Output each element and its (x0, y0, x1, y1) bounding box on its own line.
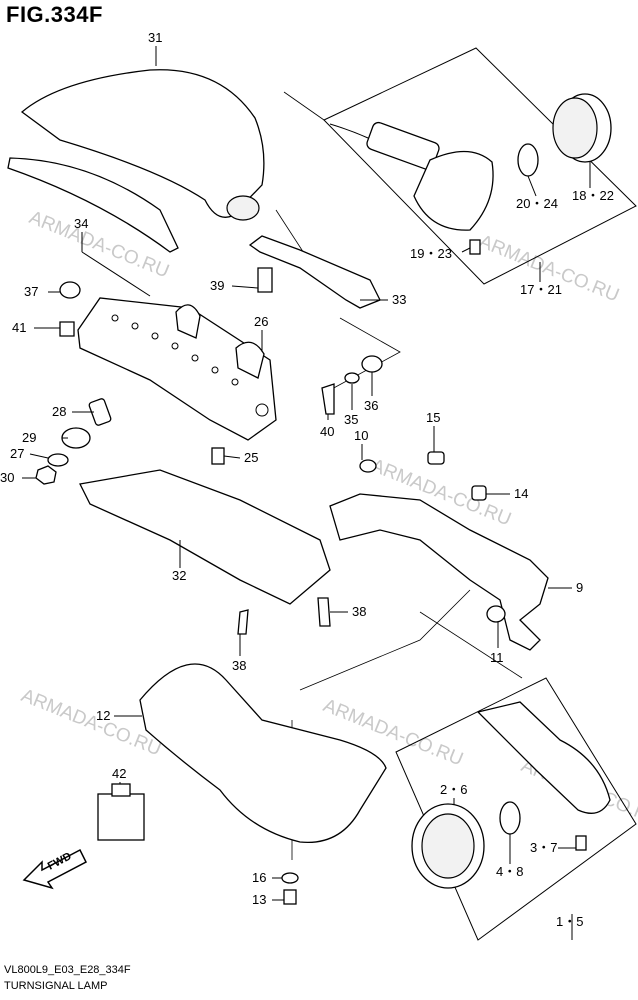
license-bracket-part (329, 493, 549, 651)
grommet-part (486, 605, 506, 623)
washer-part (344, 372, 360, 384)
callout-17-21: 17・21 (520, 282, 562, 297)
screw-part (237, 609, 249, 635)
trim-strip-part (7, 157, 179, 253)
lower-bracket-part (79, 469, 331, 605)
leader-lines (22, 46, 591, 940)
forward-arrow-icon: FWD (22, 848, 87, 890)
callout-36: 36 (364, 398, 378, 413)
stay-plate-part (248, 235, 381, 309)
callout-18-22: 18・22 (572, 188, 614, 203)
screw-part (283, 889, 297, 905)
screw-part (317, 597, 331, 627)
bracket-holes (111, 314, 269, 417)
callout-13: 13 (252, 892, 266, 907)
callout-labels: 31 34 37 41 39 26 33 28 29 27 30 25 40 3… (0, 30, 614, 929)
callout-28: 28 (52, 404, 66, 419)
front-turn-lamp (411, 701, 611, 889)
figure-title: FIG.334F (6, 2, 103, 27)
bracket-assembly-part (77, 297, 277, 441)
callout-11: 11 (490, 650, 504, 665)
washer-part (281, 872, 299, 884)
diagram-name: TURNSIGNAL LAMP (4, 980, 108, 992)
callout-33: 33 (392, 292, 406, 307)
callout-4-8: 4・8 (496, 864, 523, 879)
bracket-ear (175, 304, 201, 339)
callout-39: 39 (210, 278, 224, 293)
callout-1-5: 1・5 (556, 914, 583, 929)
relay-part (97, 793, 145, 841)
callout-10: 10 (354, 428, 368, 443)
bolt-part (427, 451, 445, 465)
callout-15: 15 (426, 410, 440, 425)
bolt-part (257, 267, 273, 293)
grommet-part (359, 459, 377, 473)
diagram-code: VL800L9_E03_E28_334F (4, 964, 131, 976)
relay-tab (111, 783, 131, 797)
watermark: ARMADA-CO.RU (18, 685, 164, 760)
callout-35: 35 (344, 412, 358, 427)
rear-lamp-box (323, 47, 637, 285)
fender-cover-part (139, 663, 387, 844)
cowl-lamp-hole (226, 195, 260, 221)
nut-part (471, 485, 487, 501)
bolt-part (211, 447, 225, 465)
callout-31: 31 (148, 30, 162, 45)
callout-41: 41 (12, 320, 26, 335)
callout-42: 42 (112, 766, 126, 781)
callout-37: 37 (24, 284, 38, 299)
callout-3-7: 3・7 (530, 840, 557, 855)
callout-2-6: 2・6 (440, 782, 467, 797)
rear-turn-lamp (329, 93, 612, 255)
callout-27: 27 (10, 446, 24, 461)
callout-38-a: 38 (352, 604, 366, 619)
callout-20-24: 20・24 (516, 196, 558, 211)
grommet-part (59, 281, 81, 299)
screw-part (321, 383, 335, 415)
callout-34: 34 (74, 216, 88, 231)
callout-19-23: 19・23 (410, 246, 452, 261)
collar-part (88, 398, 112, 426)
callout-9: 9 (576, 580, 583, 595)
callout-25: 25 (244, 450, 258, 465)
bolt-part (59, 321, 75, 337)
seat-cowl-part (20, 69, 265, 218)
callout-29: 29 (22, 430, 36, 445)
callout-38-b: 38 (232, 658, 246, 673)
callout-12: 12 (96, 708, 110, 723)
callout-26: 26 (254, 314, 268, 329)
callout-30: 30 (0, 470, 14, 485)
callout-40: 40 (320, 424, 334, 439)
grommet-part (361, 355, 383, 373)
bracket-ear (235, 341, 265, 379)
callout-16: 16 (252, 870, 266, 885)
callout-32: 32 (172, 568, 186, 583)
washer-part (47, 453, 69, 467)
nut-part (35, 465, 57, 485)
callout-14: 14 (514, 486, 528, 501)
